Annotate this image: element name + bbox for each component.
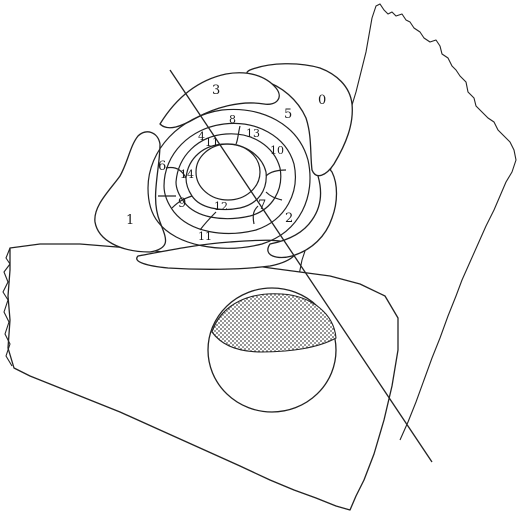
petal-1 [95,132,166,252]
label-4: 4 [198,130,205,143]
ring-core [196,144,260,200]
inner-whorls [148,109,310,248]
outer-whorl [95,64,352,270]
label-5: 5 [284,107,292,122]
label-8: 8 [229,113,236,126]
label-1: 1 [126,213,134,228]
ring-3-outer [148,109,310,248]
label-2: 2 [285,211,293,226]
label-0: 0 [318,93,326,108]
label-10: 10 [270,144,284,157]
lower-bract-outline [8,244,398,510]
stippled-cavity [208,288,336,412]
label-13: 13 [246,127,260,140]
label-3: 3 [212,83,220,98]
label-11-inner: 11 [205,136,219,149]
label-7: 7 [258,198,266,213]
label-6: 6 [158,159,166,174]
label-9: 9 [178,196,186,211]
label-11-outer: 11 [198,230,212,243]
label-14: 14 [180,168,194,181]
label-12: 12 [214,200,228,213]
